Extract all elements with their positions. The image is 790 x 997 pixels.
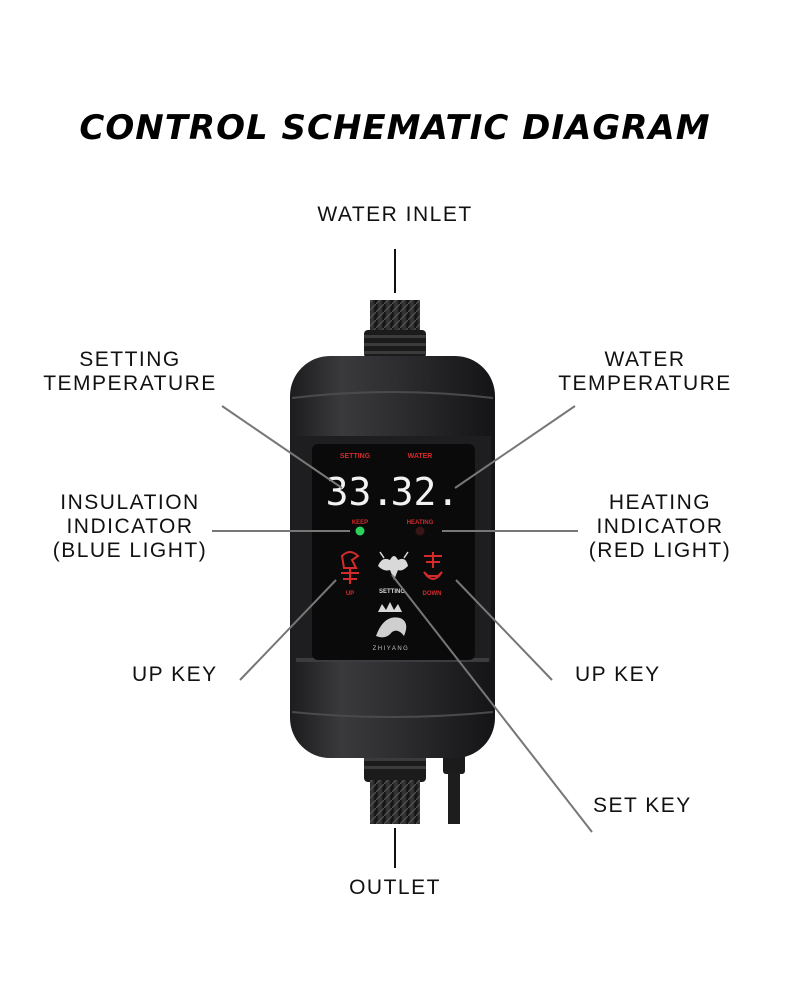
heating-label: HEATING — [407, 520, 434, 526]
control-panel — [312, 444, 475, 660]
brand-logo — [376, 602, 407, 638]
heating-indicator-light — [415, 526, 425, 536]
up-key-right-leader — [455, 579, 553, 681]
setting-key-label: SETTING — [379, 589, 405, 595]
up-key-left-leader — [239, 579, 337, 681]
setting-temperature-display: 33. — [326, 470, 395, 514]
keep-label: KEEP — [352, 520, 368, 526]
up-key-label: UP — [346, 591, 354, 597]
label-line: TEMPERATURE — [43, 372, 217, 395]
down-key-label: DOWN — [423, 591, 442, 597]
label-set-key: SET KEY — [593, 794, 692, 817]
label-line: WATER — [604, 348, 686, 371]
brand-name: ZHIYANG — [373, 646, 410, 652]
insulation-indicator-light — [355, 526, 365, 536]
label-setting-temperature: SETTING TEMPERATURE — [30, 348, 230, 396]
label-up-key-left: UP KEY — [132, 663, 218, 686]
label-water-temperature: WATER TEMPERATURE — [545, 348, 745, 396]
panel-contents: SETTING WATER 33. 32. KEEP HEATING UP SE… — [326, 453, 460, 652]
down-key-icon[interactable] — [423, 552, 443, 580]
outlet-hose — [364, 752, 465, 824]
setting-temperature-leader — [221, 405, 343, 489]
label-heating-indicator: HEATING INDICATOR (RED LIGHT) — [560, 491, 760, 563]
label-outlet: OUTLET — [349, 876, 441, 899]
leader-lines — [212, 249, 593, 868]
set-key-leader — [391, 574, 593, 833]
label-line: TEMPERATURE — [558, 372, 732, 395]
label-line: (BLUE LIGHT) — [52, 539, 208, 562]
label-insulation-indicator: INSULATION INDICATOR (BLUE LIGHT) — [30, 491, 230, 563]
panel-setting-label: SETTING — [340, 453, 371, 460]
label-line: HEATING — [608, 491, 712, 514]
label-line: INSULATION — [60, 491, 200, 514]
page-title: CONTROL SCHEMATIC DIAGRAM — [79, 108, 711, 148]
water-temperature-leader — [454, 405, 576, 489]
label-up-key-right: UP KEY — [575, 663, 661, 686]
inlet-hose — [364, 300, 426, 358]
label-line: SETTING — [79, 348, 181, 371]
label-water-inlet: WATER INLET — [317, 203, 473, 226]
label-line: (RED LIGHT) — [588, 539, 732, 562]
up-key-icon[interactable] — [340, 551, 360, 584]
setting-key-icon[interactable] — [378, 551, 409, 580]
panel-water-label: WATER — [408, 453, 433, 460]
label-line: INDICATOR — [66, 515, 194, 538]
label-line: INDICATOR — [596, 515, 724, 538]
water-temperature-display: 32. — [391, 470, 460, 514]
